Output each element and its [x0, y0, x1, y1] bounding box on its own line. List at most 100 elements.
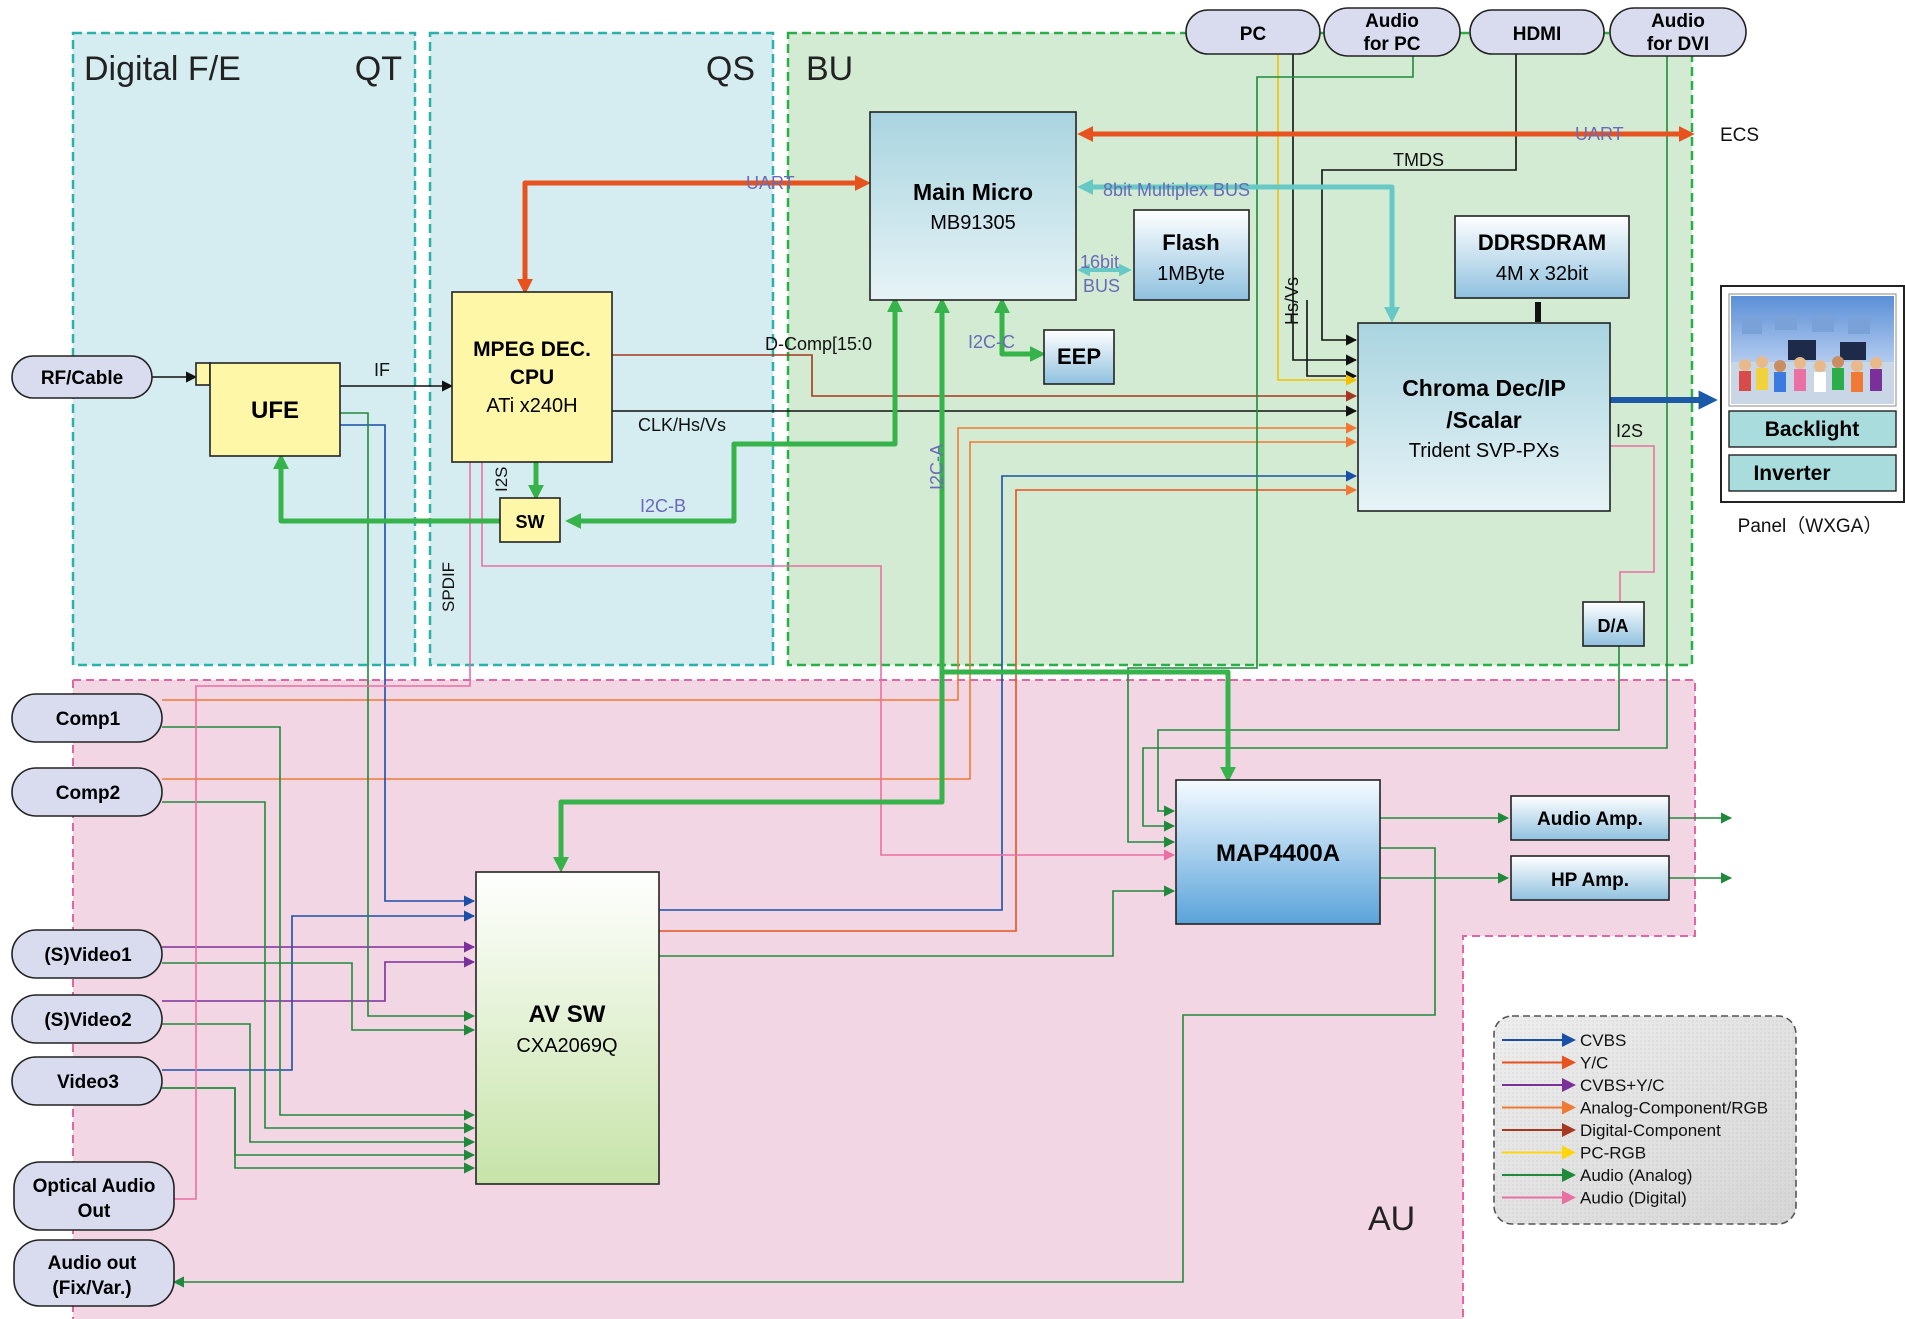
audio-out-label-1: Audio out [48, 1253, 137, 1274]
avsw-block: AV SW CXA2069Q [475, 871, 660, 1185]
ddr-block: DDRSDRAM 4M x 32bit [1454, 215, 1630, 299]
uart-mpeg-bus [516, 174, 871, 295]
legend-swatch-arrow [1562, 1168, 1576, 1182]
mpeg-label-1: MPEG DEC. [473, 338, 591, 361]
region-label-qs: QS [706, 50, 755, 88]
audio-dvi-label-2: for DVI [1647, 34, 1709, 55]
ufe-block: UFE [195, 362, 341, 457]
dvi-audio-line [1142, 54, 1668, 832]
comp2-pill: Comp2 [11, 767, 163, 817]
audio-for-pc-pill: Audio for PC [1323, 7, 1461, 57]
comp1-pill: Comp1 [11, 693, 163, 743]
svideo1-label: (S)Video1 [44, 945, 132, 966]
buses [272, 125, 1718, 873]
svideo2-label: (S)Video2 [44, 1010, 131, 1031]
clk-label: CLK/Hs/Vs [638, 415, 726, 435]
avsw-yc-line [659, 484, 1358, 932]
main-micro-label-1: Main Micro [913, 179, 1033, 205]
comp2-label: Comp2 [56, 783, 120, 804]
ddr-label-1: DDRSDRAM [1478, 230, 1606, 255]
inverter-box [1728, 454, 1897, 492]
hdmi-label: HDMI [1513, 24, 1562, 45]
map-to-audio-out [172, 847, 1436, 1288]
ddr-label-2: 4M x 32bit [1496, 263, 1589, 285]
legend-label: CVBS [1580, 1031, 1626, 1050]
sw-block: SW [499, 497, 561, 543]
audio-pc-label-1: Audio [1365, 11, 1419, 32]
da-audio-line [1157, 646, 1620, 817]
bus8-line [1077, 178, 1401, 323]
flash-label-2: 1MByte [1157, 263, 1225, 285]
video3-label: Video3 [57, 1072, 119, 1093]
da-label: D/A [1598, 616, 1629, 636]
video3-cvbs-line [162, 910, 476, 1071]
bus16-label-1: 16bit [1080, 252, 1119, 272]
hp-amp-label: HP Amp. [1551, 870, 1629, 891]
tmds-label: TMDS [1393, 150, 1444, 170]
comp2-audio-line [162, 801, 476, 1134]
pc-line-2 [1306, 300, 1358, 382]
legend-item: Audio (Digital) [1502, 1189, 1687, 1208]
video3-pill: Video3 [11, 1056, 163, 1106]
audio-for-dvi-pill: Audio for DVI [1609, 7, 1747, 57]
region-label-digital-fe: Digital F/E [84, 50, 241, 88]
connectors: RF/Cable Comp1 Comp2 (S)Video1 (S)Video2… [11, 7, 1747, 1307]
i2c-map-bus [942, 669, 1237, 783]
flash-block: Flash 1MByte [1133, 209, 1250, 301]
dcomp-label: D-Comp[15:0 [765, 334, 872, 354]
uart-top-label: UART [1575, 124, 1624, 144]
main-micro-label-2: MB91305 [930, 212, 1016, 234]
region-label-qt: QT [355, 50, 402, 88]
chroma-block: Chroma Dec/IP /Scalar Trident SVP-PXs [1357, 322, 1611, 512]
inverter-label: Inverter [1753, 462, 1830, 485]
optical-audio-out-pill: Optical Audio Out [13, 1161, 175, 1231]
pc-line-1 [1292, 54, 1358, 366]
chroma-label-1: Chroma Dec/IP [1402, 375, 1566, 401]
legend-swatch-arrow [1562, 1033, 1576, 1047]
region-qt [71, 31, 417, 667]
hsvs-label: Hs/Vs [1282, 277, 1302, 325]
audio-pc-label-2: for PC [1364, 34, 1421, 55]
rf-cable-label: RF/Cable [41, 368, 123, 389]
legend-swatch-arrow [1562, 1055, 1576, 1070]
spdif-to-optical [174, 462, 471, 1200]
audio-amp-block: Audio Amp. [1510, 795, 1670, 841]
pc-pill: PC [1185, 9, 1321, 55]
da-block: D/A [1582, 601, 1645, 647]
i2s-to-da [1610, 445, 1655, 606]
i2s-chroma-label: I2S [1616, 421, 1643, 441]
optical-label-1: Optical Audio [33, 1176, 156, 1197]
legend-label: Audio (Analog) [1580, 1166, 1692, 1185]
ufe-i2c-bus [272, 453, 500, 524]
legend-label: Digital-Component [1580, 1121, 1721, 1140]
bus16-label-2: BUS [1083, 276, 1120, 296]
legend-item: Y/C [1502, 1054, 1608, 1073]
legend-item: Audio (Analog) [1502, 1166, 1692, 1185]
backlight-box [1728, 410, 1897, 448]
pc-rgb-line [1277, 54, 1358, 386]
signal-labels: IF UART UART ECS TMDS 8bit Multiplex BUS… [374, 124, 1759, 612]
i2s-mpeg-label: I2S [492, 466, 511, 492]
panel-photo-image [1731, 296, 1894, 404]
svideo2-audio-line [162, 1023, 476, 1148]
legend-swatch-arrow [1562, 1078, 1576, 1092]
region-label-bu: BU [806, 50, 853, 88]
legend-swatch-arrow [1562, 1190, 1576, 1205]
i2c-c-label: I2C-C [968, 332, 1015, 352]
legend-item: Digital-Component [1502, 1121, 1721, 1140]
hp-amp-block: HP Amp. [1510, 855, 1670, 901]
svideo2-line [162, 956, 476, 1002]
rf-cable-pill: RF/Cable [11, 355, 153, 399]
eep-block: EEP [1043, 329, 1115, 385]
svideo1-audio-line [162, 962, 476, 1036]
audio-out-pill: Audio out (Fix/Var.) [13, 1239, 175, 1307]
spdif-label: SPDIF [439, 562, 458, 612]
hdmi-pill: HDMI [1469, 9, 1605, 55]
region-au [73, 680, 1695, 936]
blocks: UFE MPEG DEC. CPU ATi x240H SW Main Micr… [195, 111, 1670, 1185]
main-micro-block: Main Micro MB91305 [869, 111, 1077, 301]
mpeg-label-3: ATi x240H [486, 395, 577, 417]
audio-amp-label: Audio Amp. [1537, 809, 1643, 830]
if-label: IF [374, 360, 390, 380]
chroma-label-3: Trident SVP-PXs [1409, 440, 1559, 462]
